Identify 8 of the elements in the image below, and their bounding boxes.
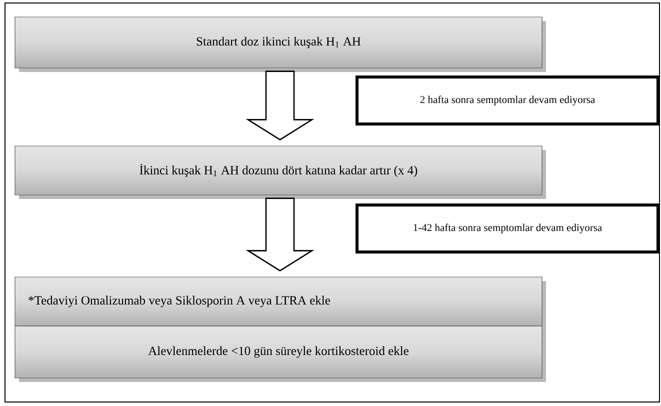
process-box: *Tedaviyi Omalizumab veya Siklosporin A veya LTRA ekle bbox=[14, 276, 546, 330]
condition-box: 2 hafta sonra semptomlar devam ediyorsa bbox=[356, 76, 660, 126]
process-box: İkinci kuşak H$_{1}$ AH dozunu dört katına kadar artır (x 4) bbox=[14, 146, 546, 199]
block-arrow bbox=[246, 198, 314, 272]
process-box: Standart doz ikinci kuşak H$_{1}$ AH bbox=[14, 16, 546, 72]
condition-box: 1-42 hafta sonra semptomlar devam ediyorsa bbox=[356, 204, 660, 254]
block-arrow bbox=[246, 70, 314, 140]
process-box: Alevlenmelerde <10 gün süreyle kortikosteroid ekle bbox=[14, 326, 546, 382]
